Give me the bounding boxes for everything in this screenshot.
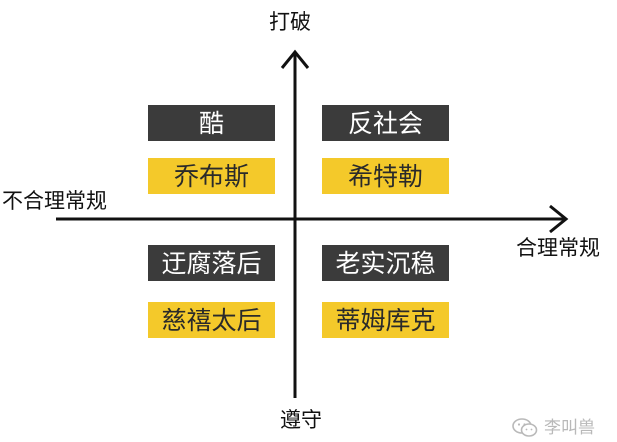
wechat-icon <box>512 418 538 437</box>
watermark-text: 李叫兽 <box>544 417 595 438</box>
quadrant-bottom-left-trait: 迂腐落后 <box>148 245 275 281</box>
horizontal-axis-arrowhead <box>549 204 569 234</box>
quadrant-top-right-person: 希特勒 <box>322 158 449 194</box>
quadrant-top-left-person: 乔布斯 <box>148 158 275 194</box>
quadrant-bottom-right-trait: 老实沉稳 <box>322 245 449 281</box>
quadrant-bottom-left-person: 慈禧太后 <box>148 302 275 338</box>
axis-label-right: 合理常规 <box>516 236 600 260</box>
quadrant-top-right-trait: 反社会 <box>322 105 449 141</box>
vertical-axis-arrowhead <box>280 49 310 69</box>
quadrant-top-left-trait: 酷 <box>148 105 275 141</box>
axis-label-left: 不合理常规 <box>2 189 107 213</box>
watermark: 李叫兽 <box>512 418 595 438</box>
quadrant-bottom-right-person: 蒂姆库克 <box>322 302 449 338</box>
axis-label-bottom: 遵守 <box>280 408 322 432</box>
axis-label-top: 打破 <box>269 10 311 34</box>
